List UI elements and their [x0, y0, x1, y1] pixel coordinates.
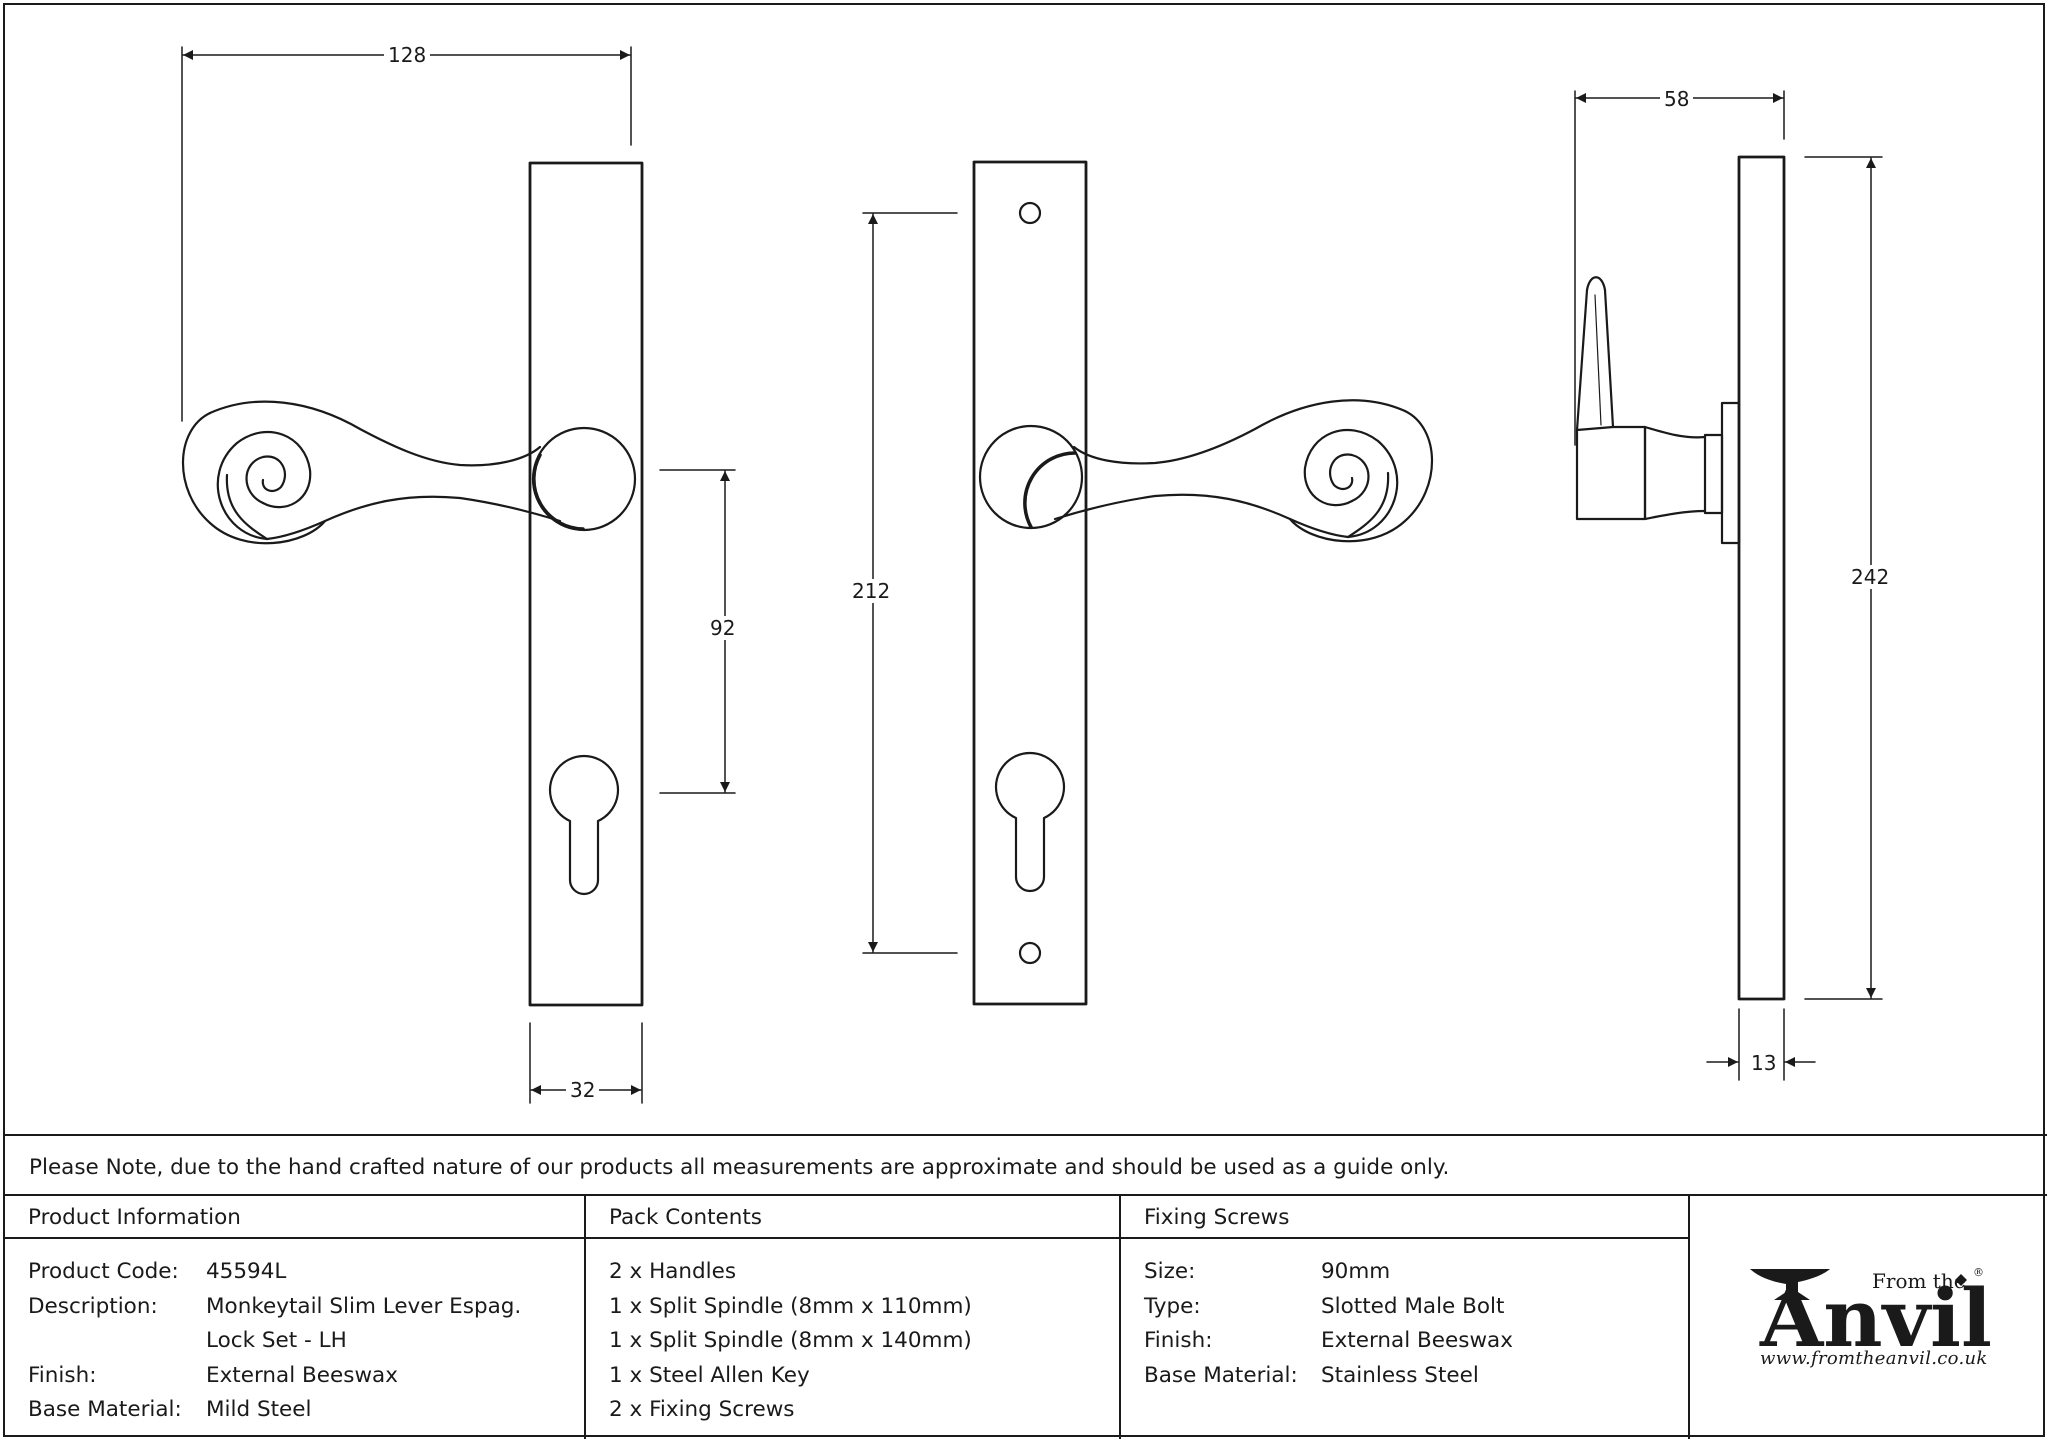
middle-backplate [972, 160, 1088, 1006]
pack-contents-heading: Pack Contents [586, 1196, 1119, 1239]
fixing-screws-rows: Size:90mm Type:Slotted Male Bolt Finish:… [1121, 1239, 1688, 1393]
anvil-silhouette-icon [1750, 1269, 1830, 1300]
info-row: Finish:External Beeswax [28, 1362, 398, 1388]
list-item: 2 x Handles [609, 1259, 737, 1284]
list-item: 1 x Split Spindle (8mm x 140mm) [609, 1328, 972, 1354]
pack-contents-list: 2 x Handles 1 x Split Spindle (8mm x 110… [586, 1239, 1119, 1428]
logo-website: www.fromtheanvil.co.uk [1760, 1348, 1988, 1369]
product-information-rows: Product Code:45594L Description:Monkeyta… [5, 1239, 584, 1428]
list-item: 1 x Steel Allen Key [609, 1362, 810, 1388]
dimension-plate-width: 32 [566, 1078, 600, 1102]
dimension-projection: 58 [1660, 87, 1694, 111]
middle-lever-arm [1072, 399, 1407, 465]
middle-euro-cylinder-cutout [994, 751, 1066, 893]
info-row: Type:Slotted Male Bolt [1144, 1293, 1505, 1319]
side-lever-end [1575, 425, 1647, 521]
side-backplate [1737, 155, 1786, 1001]
info-row: Size:90mm [1144, 1259, 1391, 1284]
product-information-panel: Product Information Product Code:45594L … [5, 1196, 586, 1439]
left-euro-cylinder-cutout [548, 754, 620, 896]
info-row: Base Material:Mild Steel [28, 1397, 312, 1423]
dimension-plate-thickness: 13 [1747, 1051, 1781, 1075]
info-row: Description:Monkeytail Slim Lever Espag. [28, 1293, 522, 1319]
product-information-heading: Product Information [5, 1196, 584, 1239]
from-the-anvil-logo: From the ® Anvil www.fromtheanvil.co.uk [1690, 1196, 2044, 1436]
dimension-lines [181, 46, 1883, 1104]
product-drawing [181, 46, 1883, 1104]
dimension-fixing-centres: 212 [848, 579, 895, 603]
top-fixing-hole [1018, 201, 1042, 225]
info-row: Base Material:Stainless Steel [1144, 1362, 1479, 1388]
dimension-overall-width: 128 [384, 43, 431, 67]
info-row: Lock Set - LH [206, 1328, 347, 1354]
side-collar [1703, 433, 1724, 515]
side-neck [1643, 425, 1707, 521]
fixing-screws-panel: Fixing Screws Size:90mm Type:Slotted Mal… [1121, 1196, 1690, 1439]
disclaimer-note: Please Note, due to the hand crafted nat… [5, 1134, 2047, 1196]
left-handle-view [182, 161, 644, 1007]
bottom-fixing-hole [1018, 941, 1042, 965]
list-item: 1 x Split Spindle (8mm x 110mm) [609, 1293, 972, 1319]
pack-contents-panel: Pack Contents 2 x Handles 1 x Split Spin… [586, 1196, 1121, 1439]
side-rose-plate [1720, 401, 1741, 545]
fixing-screws-heading: Fixing Screws [1121, 1196, 1688, 1239]
info-row: Finish:External Beeswax [1144, 1328, 1513, 1354]
info-row: Product Code:45594L [28, 1259, 287, 1284]
logo-from-the: From the [1872, 1269, 1966, 1293]
logo-brand-name: Anvil [1759, 1271, 1992, 1346]
left-lever-arm [208, 400, 542, 467]
middle-handle-view [972, 160, 1433, 1006]
dimension-spindle-to-cylinder: 92 [706, 616, 740, 640]
left-monkeytail-scroll [182, 411, 327, 545]
side-profile-view [1575, 155, 1786, 1001]
anvil-logo-mark: From the ® Anvil [1750, 1266, 1992, 1346]
left-backplate [528, 161, 644, 1007]
dimension-plate-height: 242 [1847, 565, 1894, 589]
list-item: 2 x Fixing Screws [609, 1397, 795, 1423]
technical-drawing-sheet: 128 32 92 212 58 242 13 Please Note, due… [3, 3, 2047, 1439]
middle-monkeytail-scroll [1288, 409, 1433, 543]
diamond-icon [1955, 1274, 1967, 1286]
drawing-area: 128 32 92 212 58 242 13 [5, 5, 2047, 1135]
registered-mark: ® [1973, 1266, 1984, 1279]
side-lever-tip [1575, 276, 1615, 432]
